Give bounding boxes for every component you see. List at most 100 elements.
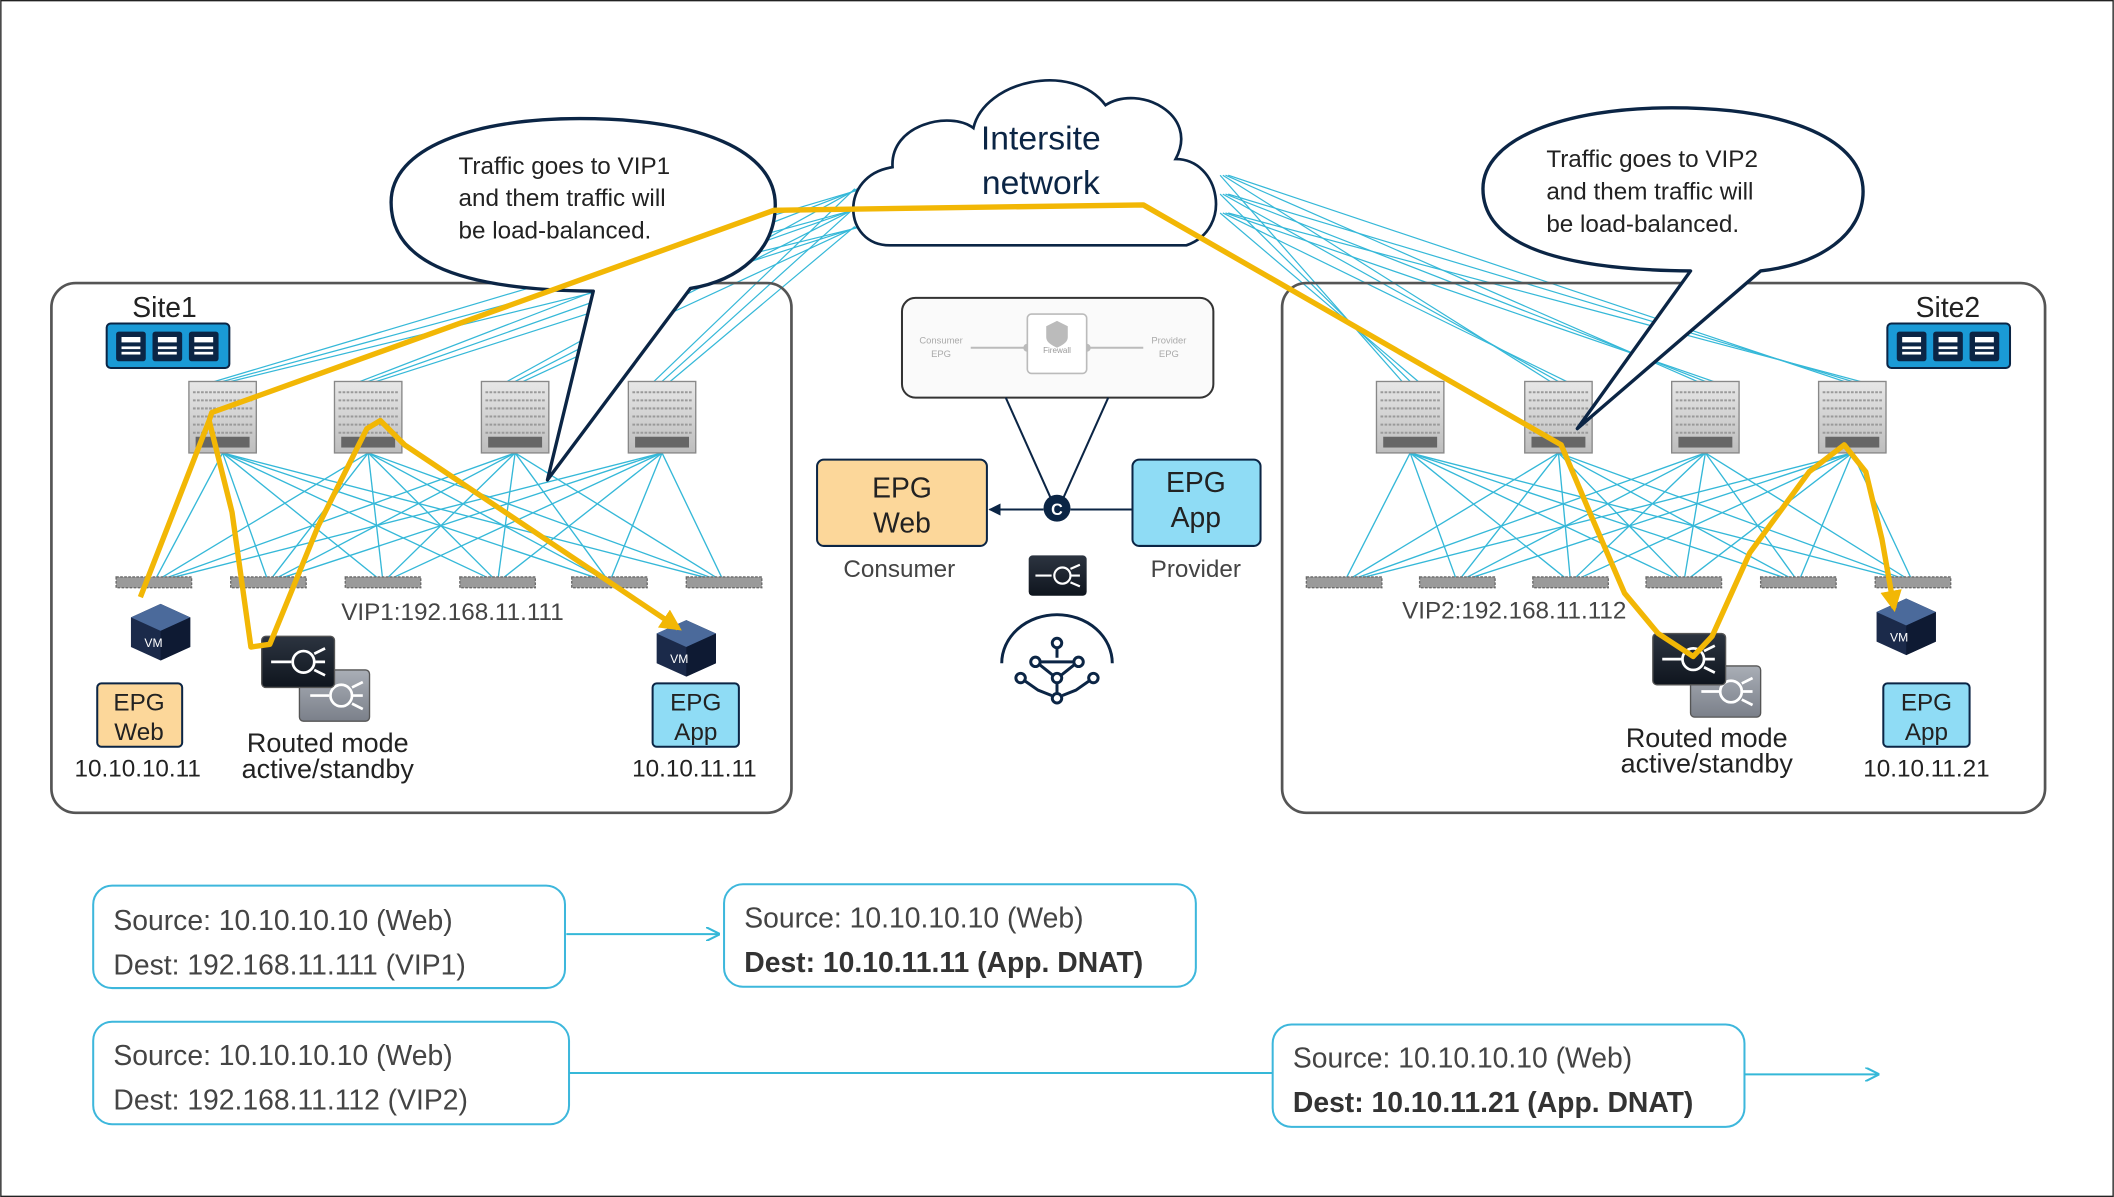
link-line [367, 452, 725, 583]
site2-label: Site2 [1916, 291, 1981, 323]
link-line [1409, 452, 1572, 583]
site2-vip-label: VIP2:192.168.11.112 [1402, 598, 1626, 625]
link-line [1343, 452, 1411, 583]
flow-row2-before-dest: Dest: 192.168.11.112 (VIP2) [113, 1083, 467, 1115]
link-line [1456, 452, 1559, 583]
service-device-icon [1028, 555, 1087, 596]
link-line [221, 452, 270, 583]
contract-consumer-role: Consumer [843, 556, 955, 583]
callout-site2-line1: Traffic goes to VIP2 [1546, 146, 1758, 173]
callout-site2-line2: and them traffic will [1546, 179, 1753, 206]
spine-switch [333, 380, 403, 454]
contract-icon [1043, 494, 1071, 522]
apic-cluster-site2 [1886, 322, 2012, 370]
link-line [1410, 452, 1914, 583]
spine-switch [1671, 380, 1740, 454]
site1-epg-app-line2: App [674, 719, 717, 746]
site1-label: Site1 [132, 291, 197, 323]
spine-switch [1375, 380, 1445, 454]
contract-provider-epg-box [1131, 458, 1262, 547]
link-line [1227, 174, 1845, 383]
site1-lb-mode-line1: Routed mode [247, 728, 409, 758]
link-line [608, 452, 663, 583]
site1-lb-mode-line2: active/standby [242, 754, 415, 784]
link-line [222, 452, 384, 583]
link-line [1558, 452, 1914, 583]
site2-lb-mode-line1: Routed mode [1626, 723, 1788, 753]
link-line [267, 452, 369, 583]
site1-epg-web-ip: 10.10.10.11 [75, 755, 201, 782]
traffic-path-site1 [137, 202, 1902, 660]
apic-cluster-site1 [105, 322, 231, 370]
leaf-switch [685, 576, 763, 589]
site1-epg-web-box [96, 682, 184, 748]
site1-epg-app-box [651, 682, 740, 748]
link-line [1558, 452, 1799, 583]
flow-row1-before-source: Source: 10.10.10.10 (Web) [113, 904, 452, 936]
link-line [1409, 452, 1799, 583]
site2-container [1280, 281, 2047, 815]
contract-consumer-line1: EPG [872, 471, 932, 503]
contract-icon-letter: C [1051, 501, 1063, 519]
link-line [1457, 452, 1853, 583]
site1-epg-web-line2: Web [114, 719, 163, 746]
callout-site1-line3: be load-balanced. [459, 218, 652, 245]
service-graph-firewall-label: Firewall [1043, 346, 1071, 355]
leaf-switch [1645, 576, 1723, 589]
site1-container [50, 281, 793, 815]
site1-epg-app-ip: 10.10.11.11 [632, 755, 757, 782]
vm-app-site1: VM [656, 620, 716, 677]
vm-label: VM [670, 652, 688, 666]
leaf-switch [1418, 576, 1496, 589]
spine-switch [1817, 380, 1887, 454]
fabric-links [153, 452, 1914, 583]
link-line [268, 452, 516, 583]
link-line [1557, 452, 1685, 583]
link-line [497, 452, 663, 583]
link-line [367, 452, 610, 583]
leaf-switch [115, 576, 193, 589]
contract-provider-role: Provider [1151, 556, 1241, 583]
link-line [1343, 452, 1706, 583]
vm-label: VM [144, 636, 162, 650]
flow-row1-before-box [92, 884, 567, 990]
link-line [1557, 452, 1572, 583]
spine-switch [188, 380, 257, 454]
vm-app-site2: VM [1876, 598, 1936, 656]
flow-row1: Source: 10.10.10.10 (Web) Dest: 192.168.… [92, 883, 1197, 990]
callout-site1-line2: and them traffic will [459, 185, 666, 212]
link-line [1683, 452, 1707, 583]
site1-epg-app-line1: EPG [670, 689, 721, 716]
flow-row2-before-source: Source: 10.10.10.10 (Web) [113, 1039, 452, 1071]
link-line [1228, 212, 1861, 383]
callout-site2: Traffic goes to VIP2 and them traffic wi… [1481, 106, 1865, 431]
flow-row1-after-source: Source: 10.10.10.10 (Web) [744, 901, 1083, 933]
link-line [1797, 452, 1853, 583]
link-line [1409, 452, 1458, 583]
callout-site1: Traffic goes to VIP1 and them traffic wi… [389, 116, 777, 482]
site1-epg-web-line1: EPG [113, 689, 164, 716]
flow-row2-after-dest: Dest: 10.10.11.21 (App. DNAT) [1293, 1086, 1693, 1118]
link-line [1409, 452, 1685, 583]
leaf-switch [1305, 576, 1383, 589]
link-line [1343, 452, 1559, 583]
link-line [367, 452, 499, 583]
site2-lb-mode-line2: active/standby [1621, 748, 1794, 778]
link-line [222, 452, 725, 583]
contract-provider-line2: App [1171, 501, 1221, 533]
leaf-switch [1532, 576, 1609, 589]
link-line [382, 452, 516, 583]
load-balancer-pair-site1 [261, 635, 371, 722]
spine-switch [627, 380, 697, 454]
link-line [669, 225, 856, 382]
leaf-switch [459, 576, 537, 589]
callout-site1-line1: Traffic goes to VIP1 [459, 153, 671, 180]
site2-epg-app-line1: EPG [1901, 689, 1952, 716]
link-line [1219, 193, 1411, 382]
link-line [1228, 193, 1853, 383]
link-line [1219, 212, 1419, 382]
contract-provider-line1: EPG [1166, 466, 1226, 498]
link-line [1704, 452, 1799, 583]
link-line [222, 452, 610, 583]
